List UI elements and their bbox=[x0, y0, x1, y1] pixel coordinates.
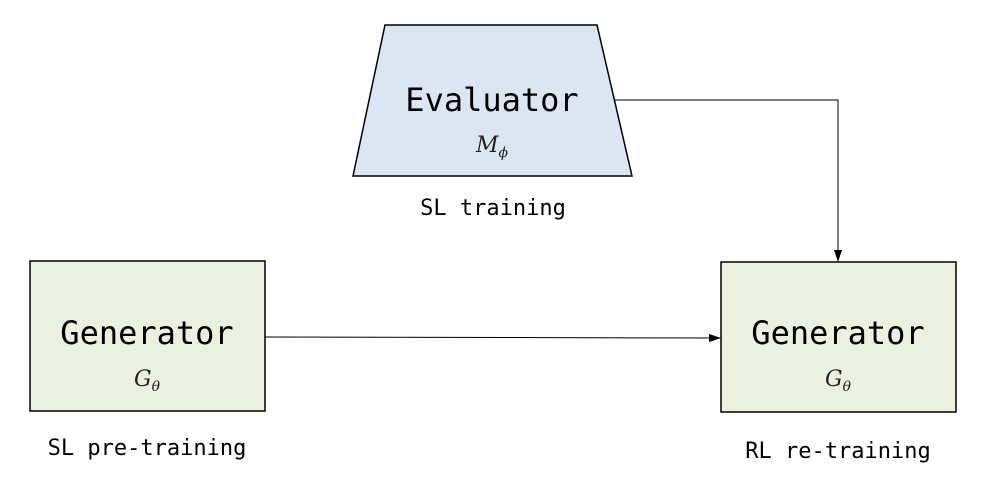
evaluator-caption: SL training bbox=[420, 196, 566, 221]
generator-right-symbol-letter: G bbox=[825, 367, 843, 392]
generator-left-symbol-letter: G bbox=[134, 367, 152, 392]
edge-evaluator-to-generator-right bbox=[614, 99, 842, 262]
generator-left-node: Generator Gθ bbox=[29, 260, 266, 412]
generator-right-caption: RL re-training bbox=[745, 439, 930, 464]
generator-left-symbol-subscript: θ bbox=[152, 379, 161, 395]
evaluator-symbol: Mϕ bbox=[475, 133, 509, 161]
evaluator-node: Evaluator Mϕ bbox=[352, 24, 633, 177]
generator-right-title: Generator bbox=[751, 314, 924, 352]
edge-generator-left-to-generator-right bbox=[264, 333, 721, 342]
evaluator-title: Evaluator bbox=[405, 81, 578, 119]
generator-left-shape bbox=[29, 260, 266, 412]
generator-left-title: Generator bbox=[60, 314, 233, 352]
evaluator-symbol-subscript: ϕ bbox=[498, 145, 508, 161]
generator-left-caption: SL pre-training bbox=[48, 436, 247, 461]
generator-right-shape bbox=[720, 261, 957, 413]
evaluator-symbol-letter: M bbox=[475, 133, 499, 158]
generator-right-symbol: Gθ bbox=[825, 367, 852, 395]
generator-left-symbol: Gθ bbox=[134, 367, 161, 395]
generator-right-node: Generator Gθ bbox=[720, 261, 957, 413]
evaluator-shape bbox=[352, 24, 633, 177]
generator-right-symbol-subscript: θ bbox=[843, 379, 852, 395]
